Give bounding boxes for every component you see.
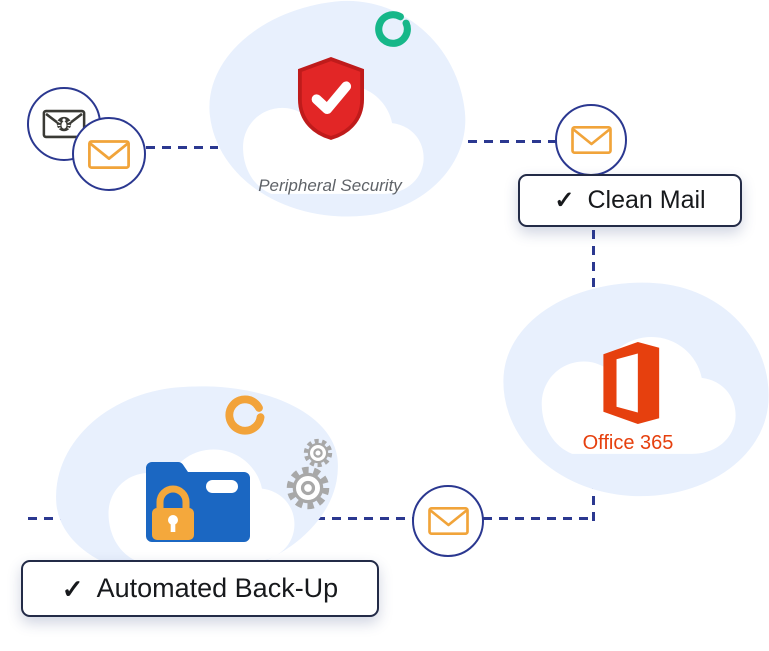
checkmark-icon: ✓	[554, 186, 575, 214]
gear-small-icon	[302, 437, 334, 469]
office365-label: Office 365	[582, 432, 674, 454]
security-cloud-icon	[220, 72, 438, 208]
envelope-icon	[87, 138, 131, 171]
outgoing-clean-mail-circle	[555, 104, 627, 176]
automated-backup-badge: ✓ Automated Back-Up	[21, 560, 379, 617]
envelope-icon	[427, 505, 470, 537]
connector-office-to-backupflow	[592, 473, 595, 521]
checkmark-icon: ✓	[61, 573, 84, 604]
locked-folder-icon	[142, 452, 254, 544]
clean-mail-label: Clean Mail	[587, 186, 706, 214]
backup-flow-mail-circle	[412, 485, 484, 557]
brand-swoosh-orange-icon	[216, 386, 274, 444]
connector-inbox-to-security	[146, 146, 218, 149]
shield-check-icon	[293, 56, 369, 141]
peripheral-security-label: Peripheral Security	[258, 176, 402, 195]
incoming-clean-mail-circle	[72, 117, 146, 191]
automated-backup-label: Automated Back-Up	[96, 573, 339, 603]
connector-backup-right	[483, 517, 595, 520]
connector-cleanmail-to-office	[592, 225, 595, 287]
gear-large-icon	[284, 464, 332, 512]
brand-swoosh-green-icon	[368, 4, 419, 55]
office365-logo-icon	[587, 336, 669, 430]
envelope-icon	[570, 124, 613, 156]
clean-mail-badge: ✓ Clean Mail	[518, 174, 742, 227]
connector-security-to-cleanmail	[452, 140, 558, 143]
spam-envelope-icon	[41, 105, 87, 143]
